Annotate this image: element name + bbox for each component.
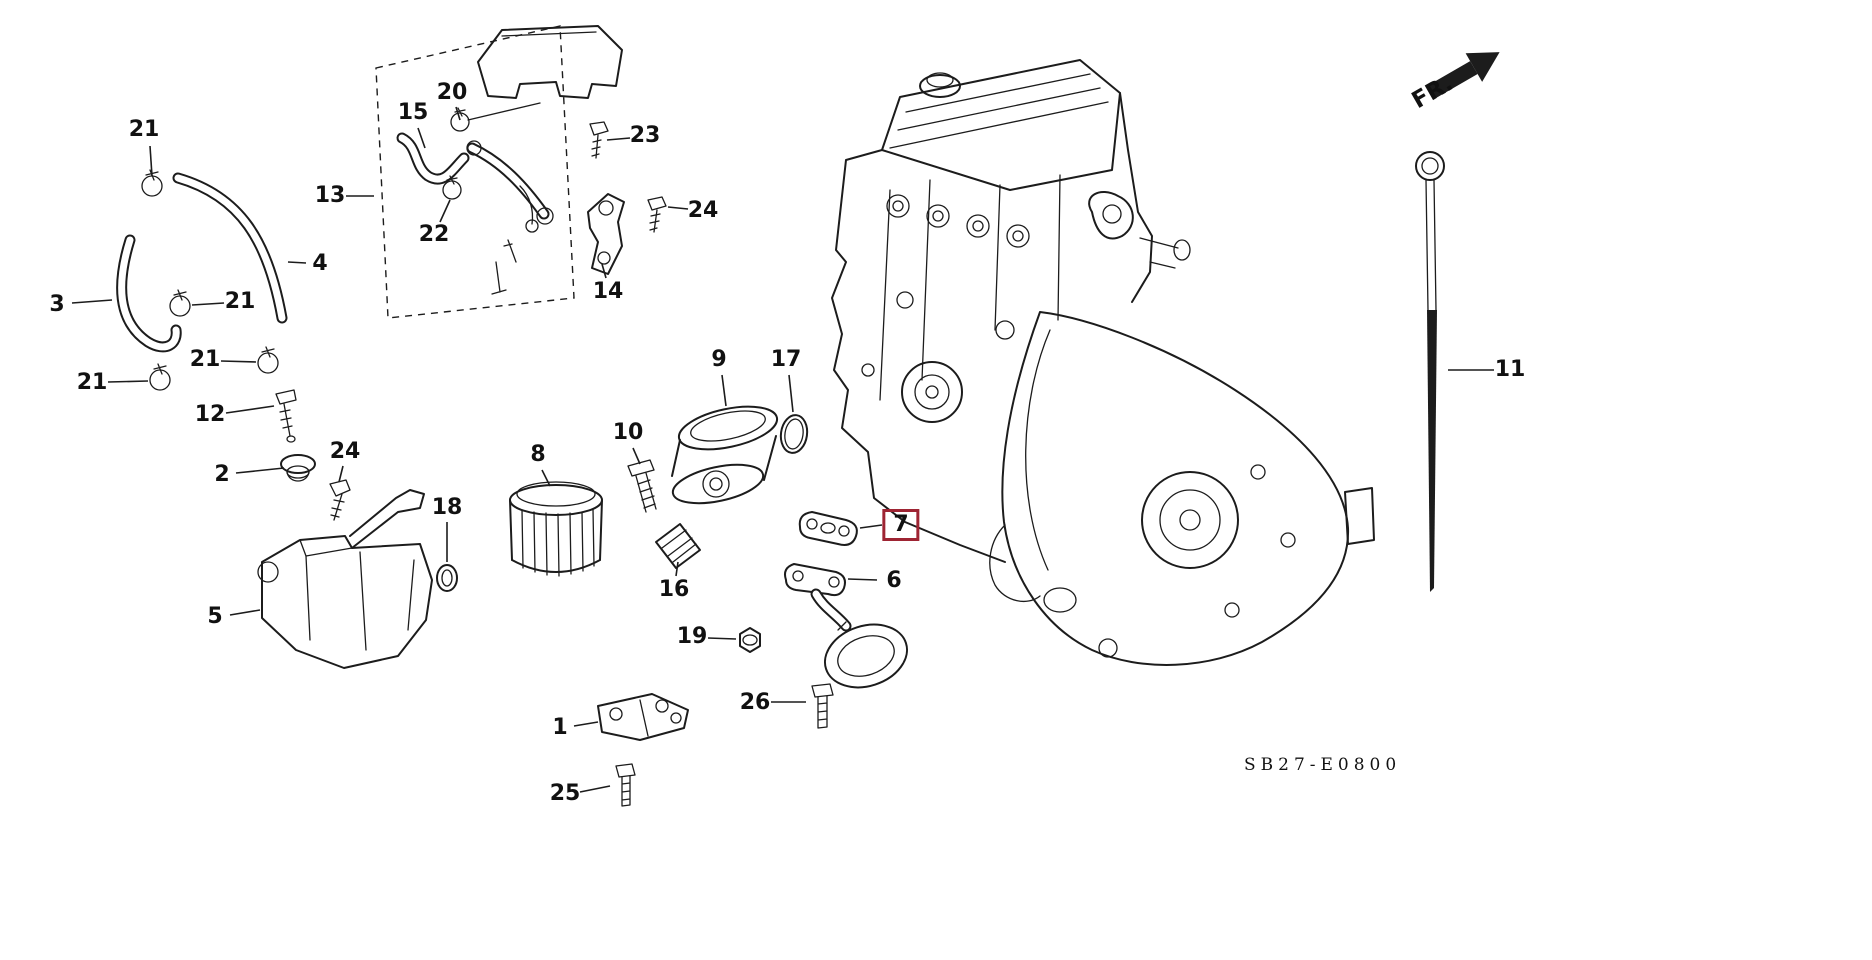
callout-24[interactable]: 24 <box>687 198 719 223</box>
callout-17[interactable]: 17 <box>770 347 802 372</box>
leader-line-24 <box>667 206 689 210</box>
baffle-plate-5 <box>257 489 433 669</box>
leader-line-3 <box>71 299 113 304</box>
breather-hose-15 <box>396 132 470 185</box>
leader-line-24 <box>338 465 344 483</box>
callout-23[interactable]: 23 <box>629 123 661 148</box>
callout-21[interactable]: 21 <box>189 347 221 372</box>
callout-25[interactable]: 25 <box>549 781 581 806</box>
leader-line-15 <box>417 127 426 149</box>
callout-1[interactable]: 1 <box>552 715 568 740</box>
callout-22[interactable]: 22 <box>418 222 450 247</box>
bolt-24-lower <box>329 479 351 521</box>
leader-line-22 <box>439 199 451 223</box>
pipe-stay-14 <box>587 193 625 275</box>
dashed-reference-box <box>375 25 575 319</box>
callout-4[interactable]: 4 <box>312 251 328 276</box>
diagram-code: SB27-E0800 <box>1244 755 1401 775</box>
ring-18 <box>436 564 458 592</box>
bolt-23 <box>589 121 609 159</box>
callout-24[interactable]: 24 <box>329 439 361 464</box>
callout-8[interactable]: 8 <box>530 442 546 467</box>
leader-line-21 <box>220 360 257 363</box>
leader-line-1 <box>573 721 599 727</box>
leader-line-10 <box>632 447 641 465</box>
leader-line-2 <box>235 467 285 474</box>
leader-line-19 <box>707 637 737 640</box>
leader-line-12 <box>225 405 275 414</box>
hose-clamp-21b <box>169 289 191 317</box>
leader-line-25 <box>579 785 611 793</box>
callout-3[interactable]: 3 <box>49 292 65 317</box>
union-bolt-16 <box>655 523 701 569</box>
valve-cover-edge <box>467 25 623 121</box>
callout-19[interactable]: 19 <box>676 624 708 649</box>
callout-5[interactable]: 5 <box>207 604 223 629</box>
engine-assembly <box>831 59 1375 666</box>
leader-line-21 <box>149 145 153 177</box>
grommet-2 <box>280 454 316 482</box>
fr-direction-arrow <box>1428 52 1500 99</box>
callout-6[interactable]: 6 <box>886 568 902 593</box>
filter-bolt-10 <box>627 459 657 513</box>
pipe-assembly-13 <box>466 140 554 295</box>
oil-cooler-9 <box>671 405 779 505</box>
callout-14[interactable]: 14 <box>592 279 624 304</box>
oil-filter-8 <box>509 481 603 577</box>
leader-line-21 <box>191 302 225 306</box>
callout-13[interactable]: 13 <box>314 183 346 208</box>
oil-pickup-6 <box>784 563 909 689</box>
leader-line-17 <box>788 374 794 413</box>
hose-clamp-22 <box>442 175 462 200</box>
leader-line-5 <box>229 609 261 616</box>
leader-line-6 <box>847 578 878 581</box>
callout-7-highlighted[interactable]: 7 <box>882 509 920 541</box>
dipstick-11 <box>1415 151 1445 592</box>
nut-19 <box>739 627 761 653</box>
callout-2[interactable]: 2 <box>214 462 230 487</box>
callout-10[interactable]: 10 <box>612 420 644 445</box>
leader-line-20 <box>455 106 461 121</box>
callout-9[interactable]: 9 <box>711 347 727 372</box>
callout-21[interactable]: 21 <box>76 370 108 395</box>
callout-12[interactable]: 12 <box>194 402 226 427</box>
bolt-25 <box>615 763 636 807</box>
leader-line-7 <box>859 524 883 529</box>
leader-line-14 <box>601 263 607 279</box>
callout-21[interactable]: 21 <box>128 117 160 142</box>
callout-26[interactable]: 26 <box>739 690 771 715</box>
o-ring-17 <box>779 414 809 454</box>
leader-line-4 <box>287 261 307 264</box>
bracket-1 <box>597 693 689 741</box>
callout-20[interactable]: 20 <box>436 80 468 105</box>
hose-clamp-21d <box>149 363 171 391</box>
callout-21[interactable]: 21 <box>224 289 256 314</box>
bolt-24-upper <box>647 196 667 233</box>
callout-18[interactable]: 18 <box>431 495 463 520</box>
bolt-12 <box>275 389 297 443</box>
leader-line-8 <box>541 469 551 487</box>
leader-line-23 <box>606 137 631 141</box>
leader-line-16 <box>675 561 679 577</box>
hose-clamp-21c <box>257 346 279 374</box>
hose-3 <box>116 234 182 353</box>
bolt-26 <box>811 683 834 729</box>
hose-4 <box>172 172 288 324</box>
gasket-7 <box>798 511 858 546</box>
callout-15[interactable]: 15 <box>397 100 429 125</box>
leader-line-9 <box>721 374 727 407</box>
callout-11[interactable]: 11 <box>1494 357 1526 382</box>
leader-line-21 <box>107 380 149 383</box>
callout-16[interactable]: 16 <box>658 577 690 602</box>
